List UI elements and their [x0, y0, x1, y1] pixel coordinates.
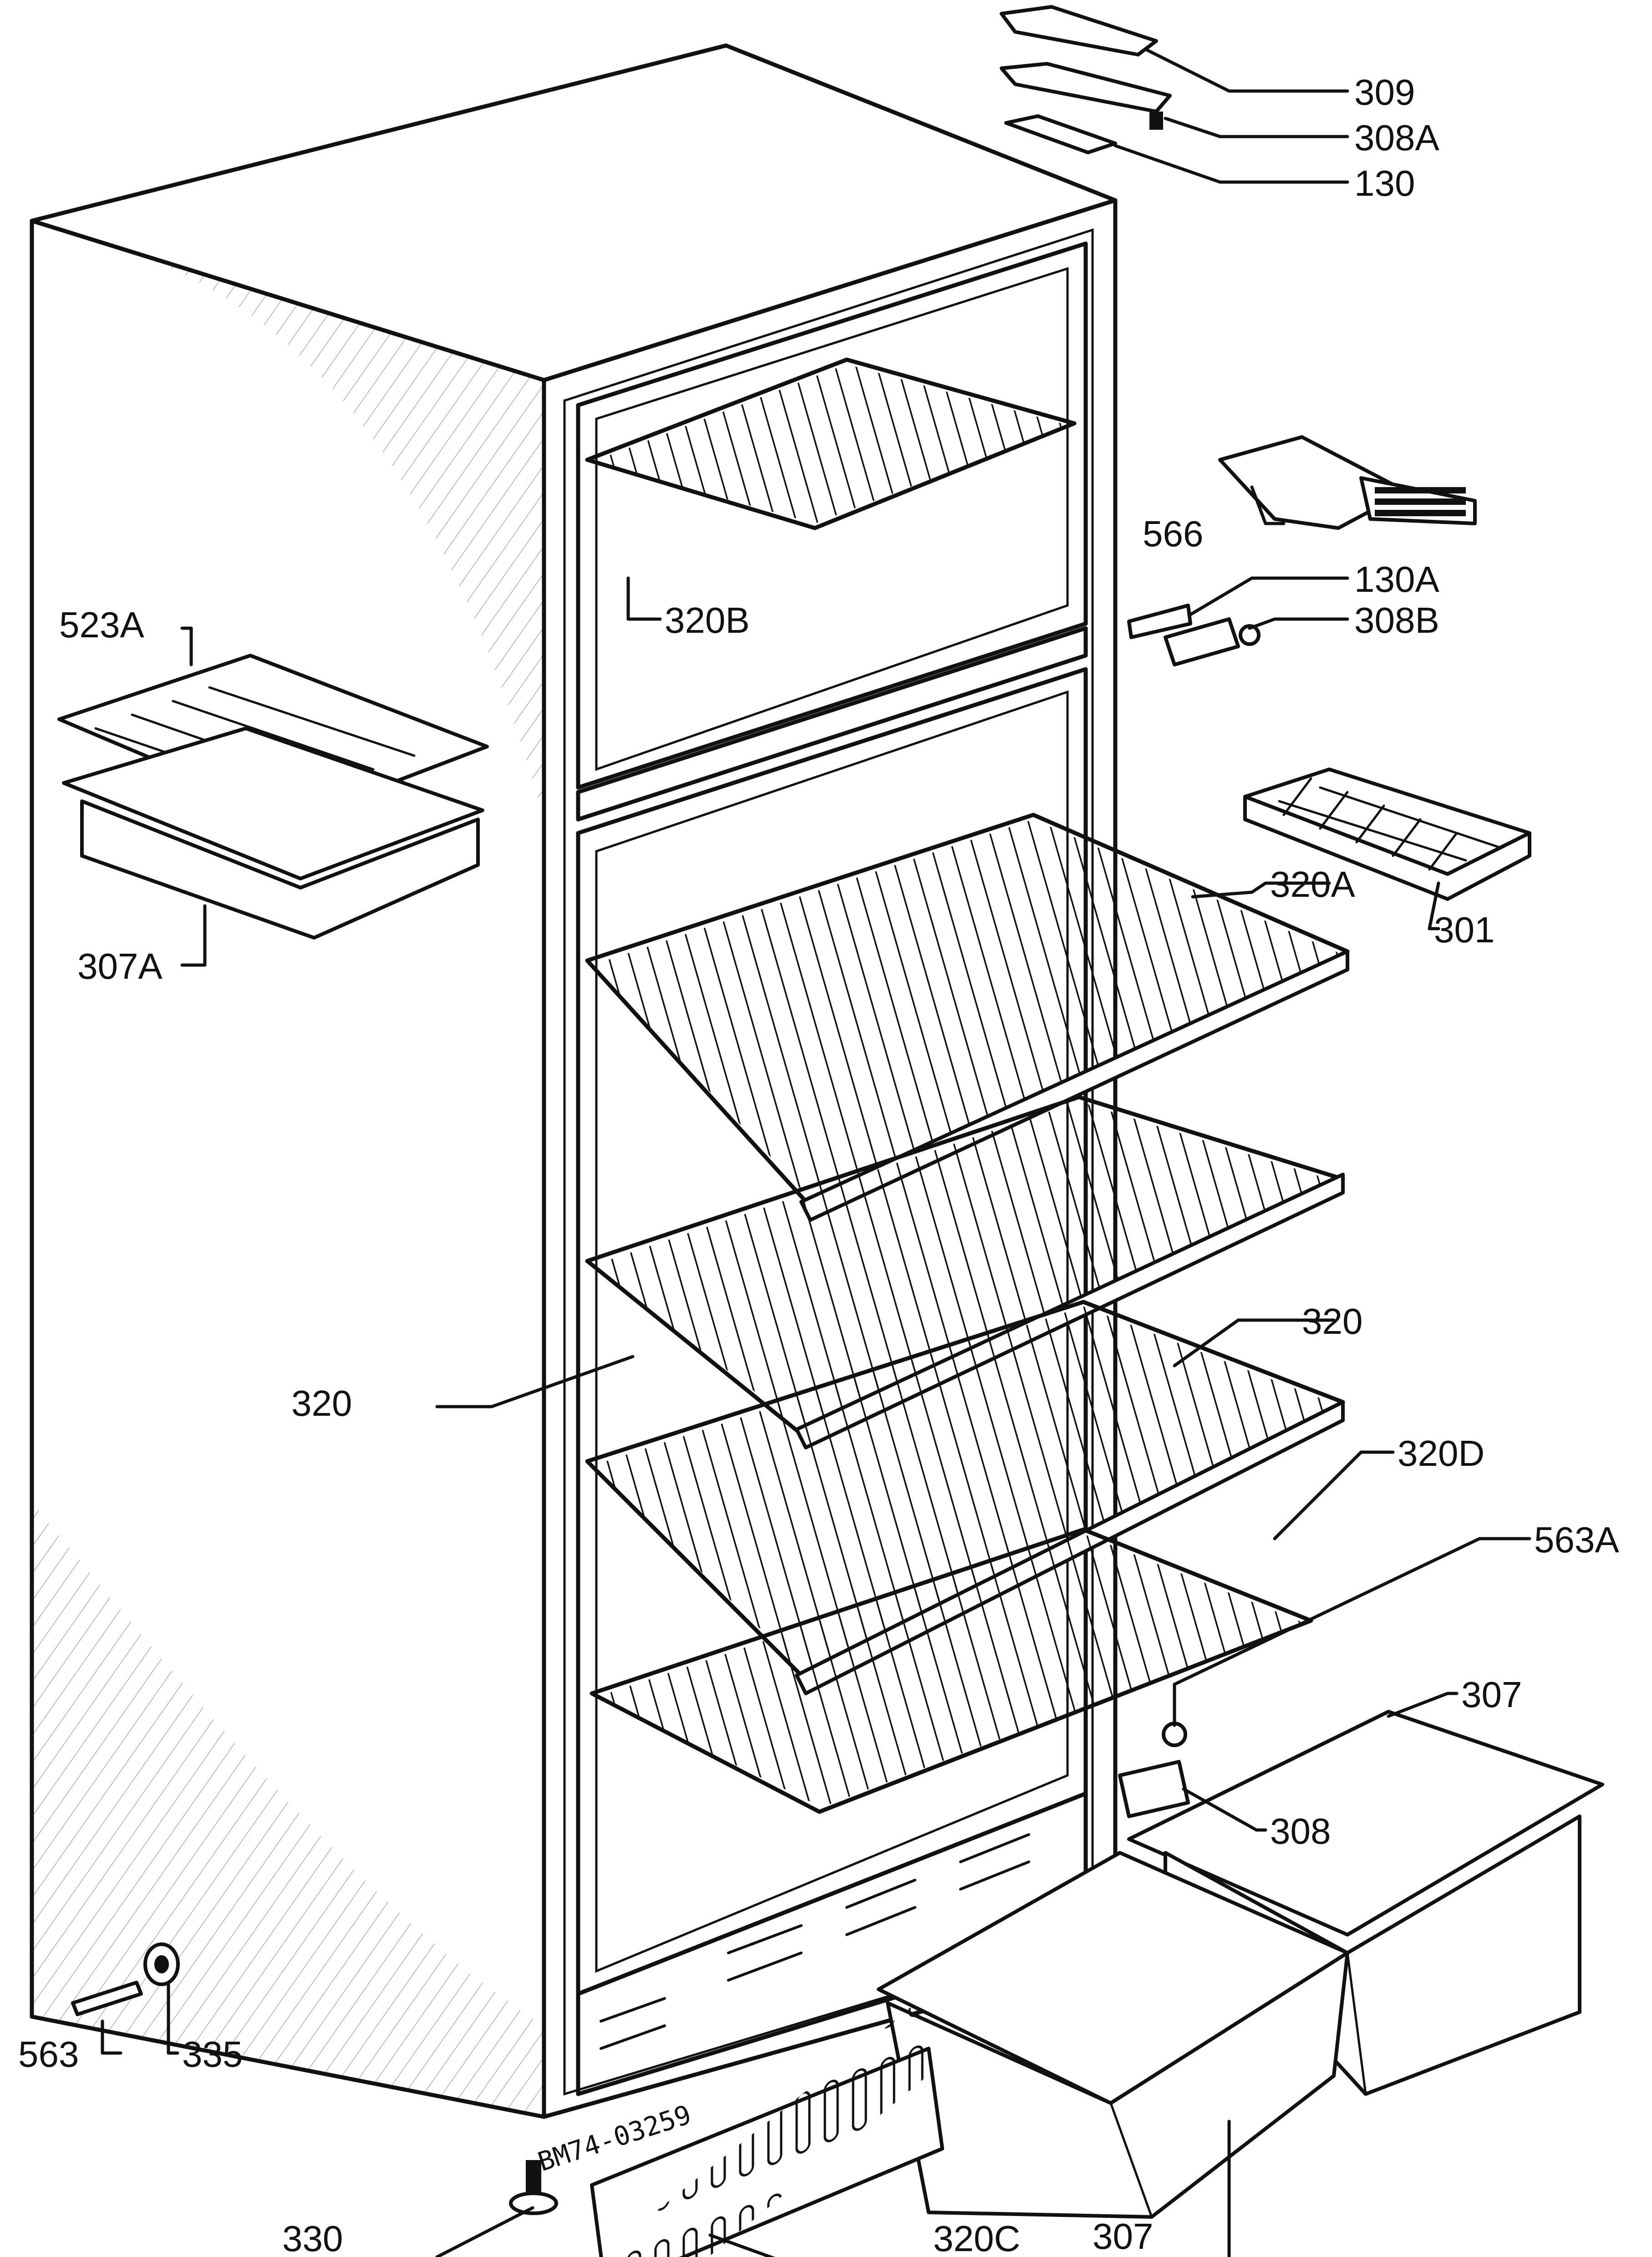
ice-bin-307a — [62, 727, 484, 940]
label-301: 301 — [1434, 910, 1494, 950]
label-308b: 308B — [1354, 600, 1439, 640]
freezer-compartment — [576, 241, 1088, 790]
label-335: 335 — [182, 2034, 243, 2074]
label-320b: 320B — [665, 600, 750, 640]
label-130a: 130A — [1354, 559, 1439, 600]
spacer-plate-130a — [1127, 604, 1192, 639]
leader-lines — [101, 48, 1531, 2257]
label-320-right: 320 — [1302, 1301, 1362, 1342]
label-523a: 523A — [59, 605, 144, 645]
crisper-drawer-307-bottom — [877, 1851, 1349, 2219]
cabinet-side-shading-lower — [32, 1502, 544, 2117]
label-566: 566 — [1143, 513, 1203, 554]
spacer-plate-130 — [1004, 114, 1117, 154]
label-563a: 563A — [1534, 1520, 1619, 1560]
middle-hinge-308b — [1164, 617, 1261, 666]
nut-335 — [143, 1942, 180, 1986]
kick-plate-320c — [590, 2000, 944, 2257]
ice-tray-301 — [1243, 768, 1531, 901]
label-309: 309 — [1354, 72, 1415, 112]
label-563: 563 — [18, 2034, 79, 2074]
label-307a: 307A — [77, 946, 163, 986]
ice-scoop-566 — [1218, 435, 1477, 530]
label-130: 130 — [1354, 163, 1415, 203]
label-330: 330 — [282, 2218, 343, 2257]
cabinet-side-shading — [137, 255, 544, 819]
label-320c: 320C — [933, 2218, 1020, 2257]
cabinet-top — [30, 43, 1118, 382]
part-labels: 309 308A 130 566 130A 308B 523A 320B 307… — [18, 72, 1619, 2257]
top-hinge-308a — [1000, 62, 1172, 130]
hinge-cover-309 — [1000, 5, 1158, 56]
base-vent-slots — [600, 1833, 1030, 2050]
foot-screw-330 — [509, 2160, 558, 2215]
label-308a: 308A — [1354, 117, 1439, 158]
bottom-hinge-308 — [1118, 1722, 1190, 1818]
freezer-shelf-320b — [585, 357, 1077, 530]
label-320d: 320D — [1398, 1433, 1484, 1474]
leveling-screw-563 — [71, 1981, 143, 2016]
label-320a: 320A — [1270, 864, 1355, 905]
label-307-bottom: 307 — [1093, 2216, 1153, 2257]
label-320-left: 320 — [291, 1383, 352, 1423]
label-307-right: 307 — [1461, 1674, 1522, 1715]
label-308: 308 — [1270, 1811, 1331, 1851]
compartment-divider — [576, 626, 1088, 822]
